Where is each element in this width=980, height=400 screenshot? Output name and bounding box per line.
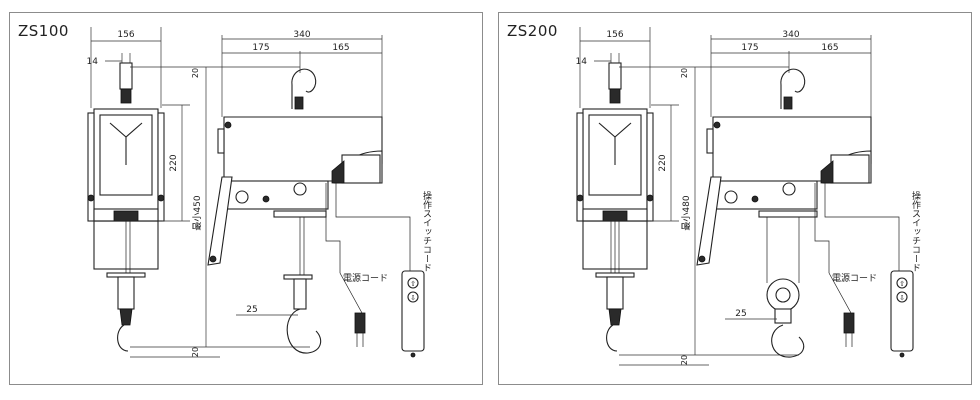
pendant-down-arrow-icon: ⇩: [899, 294, 905, 302]
dim-right-length: 165: [821, 43, 838, 53]
zs100-drawing: 156 14: [87, 27, 432, 358]
pendant-up-arrow-icon: ⇧: [899, 280, 905, 288]
dim-width-front: 156: [606, 30, 623, 40]
dim-left-length: 175: [252, 43, 269, 53]
label-power-cord: 電源コード: [343, 273, 388, 284]
label-pendant-cord: 操作スイッチコード: [421, 190, 432, 272]
front-view: 156 14: [87, 27, 165, 352]
label-power-cord: 電源コード: [832, 273, 877, 284]
dim-lug: 14: [576, 57, 588, 67]
label-pendant-cord: 操作スイッチコード: [910, 190, 921, 272]
dim-bottom-gap: 20: [680, 355, 689, 365]
side-view: 340 175 165 20 220 最小480 20: [619, 30, 921, 366]
dim-min-height: 最小450: [192, 195, 203, 230]
dim-total-length: 340: [293, 30, 310, 40]
dim-body-height: 220: [658, 154, 668, 171]
model-title: ZS100: [18, 22, 69, 40]
dim-width-front: 156: [117, 30, 134, 40]
dim-right-length: 165: [332, 43, 349, 53]
dim-lug: 14: [87, 57, 99, 67]
hoist-diagram-zs200: 156 14: [498, 12, 972, 385]
dim-min-height: 最小480: [681, 195, 692, 230]
pendant-down-arrow-icon: ⇩: [410, 294, 416, 302]
pendant-up-arrow-icon: ⇧: [410, 280, 416, 288]
dim-hook: 25: [735, 309, 746, 319]
front-view: 156 14: [576, 27, 654, 352]
dim-body-height: 220: [169, 154, 179, 171]
dim-top-gap: 20: [680, 68, 689, 78]
model-title: ZS200: [507, 22, 558, 40]
side-view: 340 175 165 20 220 最小450 20: [130, 30, 432, 358]
dim-hook: 25: [246, 305, 257, 315]
dim-bottom-gap: 20: [191, 347, 200, 357]
dim-top-gap: 20: [191, 68, 200, 78]
dim-total-length: 340: [782, 30, 799, 40]
zs200-drawing: 156 14: [576, 27, 921, 366]
dim-left-length: 175: [741, 43, 758, 53]
hoist-diagram-zs100: 156 14: [9, 12, 483, 385]
